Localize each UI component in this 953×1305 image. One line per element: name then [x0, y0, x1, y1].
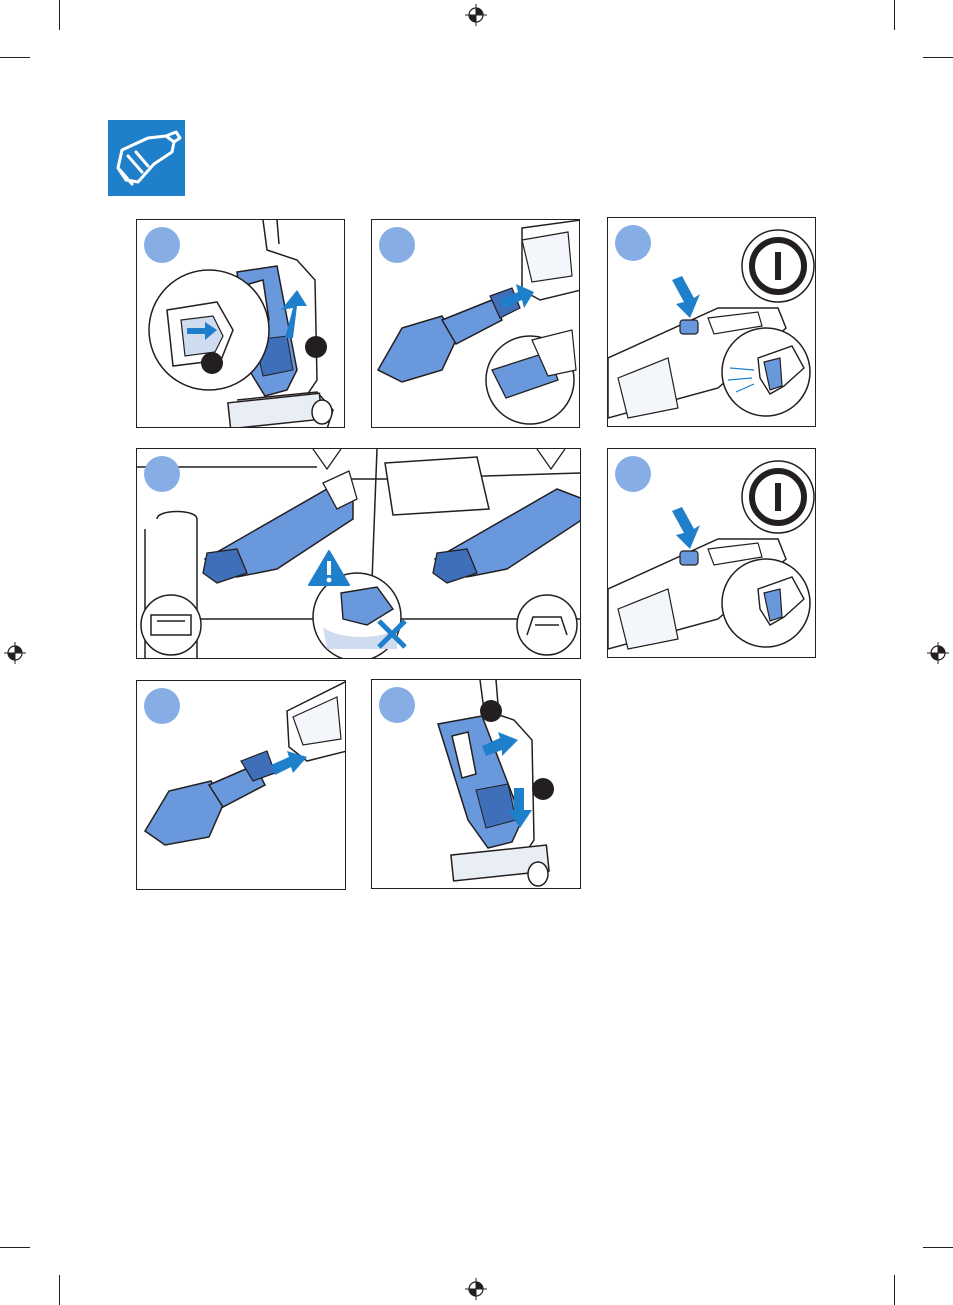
- step-number-badge: [144, 227, 180, 263]
- step-number-badge: [144, 688, 180, 724]
- step-5-panel: [607, 448, 816, 658]
- crop-mark: [894, 1275, 895, 1305]
- crop-mark: [0, 1247, 30, 1248]
- step-number-badge: [379, 687, 415, 723]
- registration-mark-icon: [4, 642, 26, 664]
- crop-mark: [59, 0, 60, 30]
- crop-mark: [923, 57, 953, 58]
- step-1-panel: [136, 219, 345, 428]
- crop-mark: [59, 1275, 60, 1305]
- use-on-upholstery-icon: [137, 449, 581, 659]
- step-number-badge: [144, 456, 180, 492]
- step-3-panel: [607, 217, 816, 427]
- step-2-panel: [371, 219, 580, 428]
- step-number-badge: [615, 456, 651, 492]
- step-number-badge: [615, 225, 651, 261]
- registration-mark-icon: [927, 642, 949, 664]
- step-number-badge: [379, 227, 415, 263]
- step-7-panel: [371, 679, 581, 889]
- crop-mark: [923, 1247, 953, 1248]
- sub-step-dot: [532, 778, 554, 800]
- handheld-vacuum-icon: [108, 120, 185, 196]
- crop-mark: [0, 57, 30, 58]
- sub-step-dot: [201, 352, 223, 374]
- step-6-panel: [136, 680, 346, 890]
- crop-mark: [894, 0, 895, 30]
- sub-step-dot: [305, 336, 327, 358]
- registration-mark-icon: [465, 1278, 487, 1300]
- sub-step-dot: [480, 700, 502, 722]
- registration-mark-icon: [465, 4, 487, 26]
- step-4-panel: [136, 448, 581, 659]
